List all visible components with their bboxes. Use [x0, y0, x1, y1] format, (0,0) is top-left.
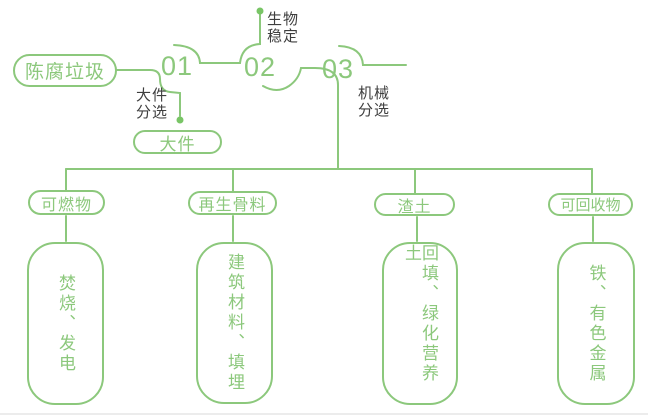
- line-step3-out: [338, 45, 407, 66]
- label-line: 分选: [358, 102, 391, 119]
- detail-box-aggregate: 建筑材料、填埋: [196, 242, 273, 404]
- node-source: 陈腐垃圾: [13, 54, 117, 87]
- bottom-divider: [0, 413, 648, 415]
- label-line: 大件: [136, 87, 169, 104]
- label-mechanical-sorting: 机械 分选: [358, 85, 390, 119]
- step-number-1: 01: [161, 51, 194, 81]
- detail-box-recyclable: 铁、有色金属: [557, 242, 635, 405]
- step-number-3: 03: [322, 54, 355, 84]
- line-step1-to-step2: [173, 13, 261, 64]
- detail-box-slag: 回填、绿化营养土: [382, 242, 458, 405]
- detail-text: 建筑材料、填埋: [225, 253, 244, 393]
- line-source-to-step1: [116, 69, 181, 117]
- bio-stem-dot: [256, 7, 264, 15]
- detail-text: 回填、绿化营养土: [402, 244, 438, 384]
- node-combustible: 可燃物: [28, 190, 105, 215]
- step-number-2: 02: [244, 52, 277, 82]
- label-line: 稳定: [267, 28, 300, 45]
- label-line: 机械: [358, 85, 391, 102]
- node-recyclable: 可回收物: [548, 193, 633, 216]
- node-recycled-aggregate: 再生骨料: [188, 191, 277, 215]
- label-bio-stabilization: 生物 稳定: [267, 11, 299, 45]
- node-slag-soil: 渣土: [374, 193, 455, 216]
- node-bulky-waste: 大件: [133, 130, 222, 154]
- label-line: 分选: [136, 104, 169, 121]
- label-line: 生物: [267, 11, 300, 28]
- label-bulky-sorting: 大件 分选: [136, 87, 168, 121]
- bulky-branch-dot: [176, 116, 184, 124]
- detail-text: 焚烧、发电: [56, 273, 75, 374]
- detail-box-combustible: 焚烧、发电: [27, 242, 104, 405]
- line-step2-to-tree: [262, 67, 339, 170]
- detail-text: 铁、有色金属: [586, 263, 606, 384]
